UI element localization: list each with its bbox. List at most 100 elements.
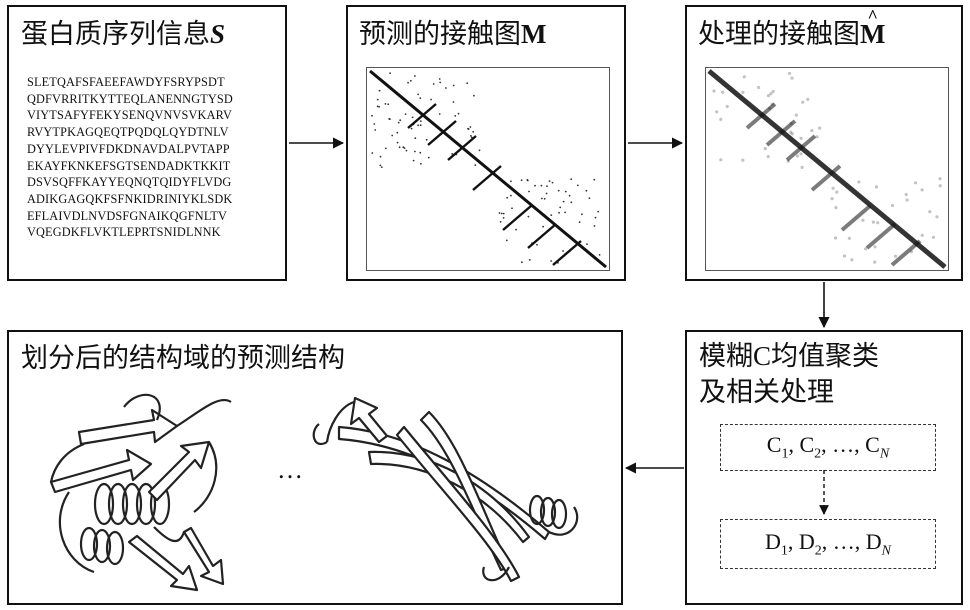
contact-mark bbox=[873, 261, 876, 264]
contact-mark bbox=[470, 126, 472, 128]
contact-mark bbox=[374, 129, 376, 131]
contact-mark bbox=[939, 184, 942, 187]
helix-2 bbox=[81, 528, 123, 564]
contact-mark bbox=[503, 206, 531, 230]
contact-mark bbox=[414, 137, 416, 139]
contact-mark bbox=[570, 178, 572, 180]
contact-mark bbox=[757, 86, 760, 89]
sequence-line: DYYLEVPIVFDKDNAVDALPVTAPP bbox=[27, 141, 233, 158]
contact-mark bbox=[586, 243, 588, 245]
sequence-line: DSVSQFFKAYYEQNQTQIDYFLVDG bbox=[27, 174, 233, 191]
contact-mark bbox=[581, 213, 583, 215]
contact-mark bbox=[842, 206, 870, 230]
contact-mark bbox=[544, 198, 546, 200]
contact-mark bbox=[430, 99, 432, 101]
processed-map-box: 处理的接触图M bbox=[685, 5, 963, 281]
contact-mark bbox=[843, 254, 846, 257]
structure-box: 划分后的结构域的预测结构 … bbox=[7, 330, 623, 605]
cluster-set-label: C1, C2, …, CN bbox=[767, 432, 889, 462]
contact-mark bbox=[906, 198, 909, 201]
contact-mark bbox=[764, 147, 767, 150]
contact-mark bbox=[719, 158, 722, 161]
contact-mark bbox=[527, 180, 529, 182]
contact-mark bbox=[414, 75, 416, 77]
contact-mark bbox=[458, 113, 460, 115]
contact-mark bbox=[715, 110, 718, 113]
contact-mark bbox=[439, 82, 441, 84]
contact-mark bbox=[511, 207, 513, 209]
contact-mark bbox=[426, 139, 428, 141]
contact-mark bbox=[767, 155, 770, 158]
contact-mark bbox=[801, 101, 804, 104]
contact-mark bbox=[529, 259, 531, 261]
cluster-set: C1, C2, …, CN bbox=[720, 424, 936, 471]
contact-mark bbox=[834, 206, 837, 209]
sequence-line: VQEGDKFLVKTLEPRTSNIDLNNK bbox=[27, 224, 233, 241]
contact-mark bbox=[515, 229, 517, 231]
contact-mark bbox=[410, 80, 412, 82]
domain-set: D1, D2, …, DN bbox=[720, 519, 936, 569]
contact-mark bbox=[370, 71, 606, 267]
contact-mark bbox=[593, 179, 595, 181]
contact-mark bbox=[928, 210, 931, 213]
contact-mark bbox=[468, 141, 470, 143]
contact-mark bbox=[371, 152, 373, 154]
contact-mark bbox=[818, 127, 821, 130]
contact-mark bbox=[419, 97, 421, 99]
contact-mark bbox=[500, 221, 502, 223]
contact-mark bbox=[550, 214, 552, 216]
contact-mark bbox=[796, 154, 799, 157]
contact-mark bbox=[389, 72, 391, 74]
contact-mark bbox=[712, 89, 715, 92]
contact-mark bbox=[510, 195, 512, 197]
contact-mark bbox=[419, 152, 421, 154]
contact-mark bbox=[413, 160, 415, 162]
contact-mark bbox=[816, 135, 819, 138]
contact-mark bbox=[397, 142, 399, 144]
contact-mark bbox=[565, 191, 567, 193]
contact-mark bbox=[741, 159, 744, 162]
contact-mark bbox=[914, 181, 917, 184]
contact-mark bbox=[558, 190, 560, 192]
contact-mark bbox=[594, 225, 596, 227]
contact-mark bbox=[873, 245, 876, 248]
contact-mark bbox=[569, 195, 571, 197]
contact-mark bbox=[453, 85, 455, 87]
contact-mark bbox=[439, 113, 441, 115]
contact-mark bbox=[542, 226, 544, 228]
contact-mark bbox=[719, 118, 722, 121]
contact-mark bbox=[875, 185, 878, 188]
contact-mark bbox=[894, 255, 897, 258]
contact-mark bbox=[455, 154, 457, 156]
contact-mark bbox=[559, 207, 561, 209]
structure-ellipsis: … bbox=[277, 455, 303, 484]
contact-mark bbox=[810, 129, 813, 132]
contact-mark bbox=[415, 121, 417, 123]
contact-mark bbox=[503, 213, 505, 215]
contact-mark bbox=[864, 247, 867, 250]
contact-mark bbox=[553, 241, 581, 265]
contact-mark bbox=[541, 198, 543, 200]
predicted-map-title: 预测的接触图M bbox=[359, 21, 546, 48]
contact-mark bbox=[768, 107, 771, 110]
contact-mark bbox=[806, 98, 809, 101]
contact-mark bbox=[541, 185, 543, 187]
contact-mark bbox=[799, 152, 802, 155]
contact-mark bbox=[549, 180, 551, 182]
contact-mark bbox=[935, 215, 938, 218]
helix-3 bbox=[530, 496, 566, 528]
contact-mark bbox=[921, 234, 924, 237]
processed-contact-map bbox=[705, 67, 949, 271]
contact-mark bbox=[471, 137, 473, 139]
contact-mark bbox=[479, 150, 481, 152]
contact-mark bbox=[503, 217, 505, 219]
contact-mark bbox=[420, 120, 422, 122]
contact-mark bbox=[787, 160, 790, 163]
sequence-line: ADIKGAGQKFSFNKIDRINIYKLSDK bbox=[27, 191, 233, 208]
domain-structure-2 bbox=[314, 398, 577, 581]
contact-mark bbox=[506, 240, 508, 242]
predicted-contact-map bbox=[366, 67, 610, 271]
contact-mark bbox=[586, 190, 588, 192]
contact-mark bbox=[506, 197, 508, 199]
contact-mark bbox=[528, 191, 530, 193]
